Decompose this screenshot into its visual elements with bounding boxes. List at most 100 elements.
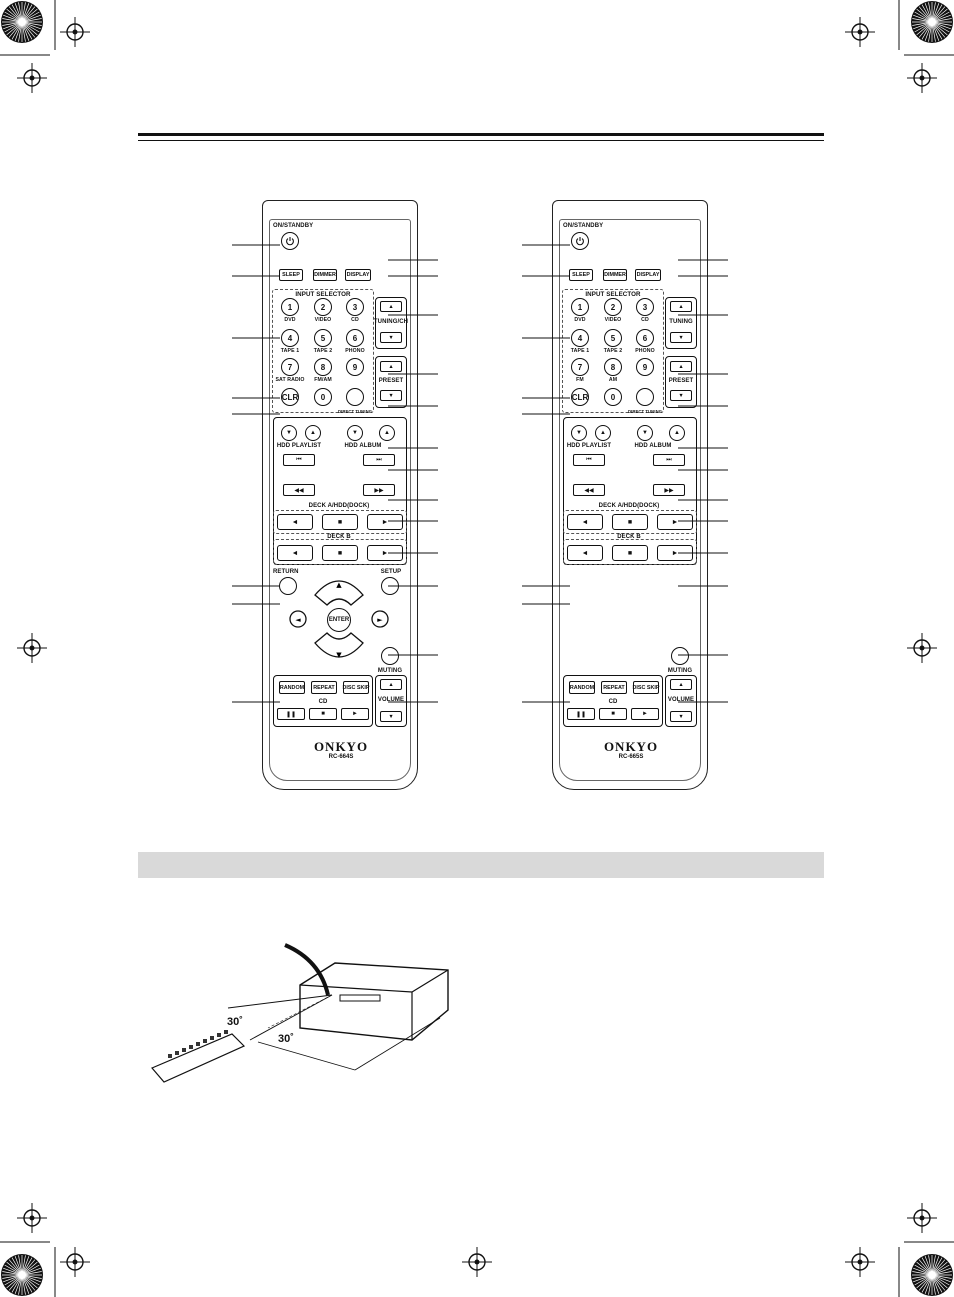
clr-button[interactable]: CLR — [281, 388, 299, 406]
enter-button[interactable]: ENTER — [327, 608, 351, 632]
cd-play-button[interactable]: ► — [341, 708, 369, 720]
digit-4-button[interactable]: 4 — [571, 329, 589, 347]
deck-b-stop-button[interactable]: ■ — [322, 545, 358, 561]
digit-3-button[interactable]: 3 — [636, 298, 654, 316]
fast-forward-button[interactable]: ▶▶ — [363, 484, 395, 496]
dimmer-button[interactable]: DIMMER — [313, 269, 337, 281]
preset-group — [665, 356, 697, 408]
preset-group — [375, 356, 407, 408]
deck-a-stop-button[interactable]: ■ — [612, 514, 648, 530]
digit-4-button[interactable]: 4 — [281, 329, 299, 347]
deck-a-reverse-button[interactable]: ◄ — [567, 514, 603, 530]
cd-pause-button[interactable]: ❚❚ — [567, 708, 595, 720]
hdd-playlist-up-button[interactable]: ▲ — [305, 425, 321, 441]
repeat-button[interactable]: REPEAT — [311, 681, 337, 694]
skip-back-button[interactable]: ⏮ — [573, 454, 605, 466]
digit-9-button[interactable]: 9 — [346, 358, 364, 376]
volume-down-button[interactable]: ▼ — [670, 711, 692, 722]
hdd-album-down-button[interactable]: ▼ — [637, 425, 653, 441]
digit-6-button[interactable]: 6 — [346, 329, 364, 347]
disc-skip-button[interactable]: DISC SKIP — [343, 681, 369, 694]
hdd-album-down-button[interactable]: ▼ — [347, 425, 363, 441]
clr-button[interactable]: CLR — [571, 388, 589, 406]
remote-sketch-key — [175, 1051, 179, 1055]
cursor-left-button[interactable] — [289, 610, 307, 628]
fast-forward-button[interactable]: ▶▶ — [653, 484, 685, 496]
muting-button[interactable] — [381, 647, 399, 665]
digit-1-button[interactable]: 1 — [281, 298, 299, 316]
tuning-down-button[interactable]: ▼ — [670, 332, 692, 343]
digit-3-label: CD — [351, 317, 359, 323]
rewind-button[interactable]: ◀◀ — [573, 484, 605, 496]
repeat-button[interactable]: REPEAT — [601, 681, 627, 694]
direct-tuning-button[interactable] — [636, 388, 654, 406]
rewind-button[interactable]: ◀◀ — [283, 484, 315, 496]
digit-2-button[interactable]: 2 — [314, 298, 332, 316]
registration-mark-dot — [857, 1259, 863, 1265]
disc-skip-button[interactable]: DISC SKIP — [633, 681, 659, 694]
cd-stop-button[interactable]: ■ — [309, 708, 337, 720]
setup-label: SETUP — [380, 569, 402, 575]
digit-9-button[interactable]: 9 — [636, 358, 654, 376]
digit-5-button[interactable]: 5 — [604, 329, 622, 347]
volume-up-button[interactable]: ▲ — [670, 679, 692, 690]
registration-mark-dot — [29, 645, 35, 651]
cd-stop-button[interactable]: ■ — [599, 708, 627, 720]
deck-b-play-button[interactable]: ► — [367, 545, 403, 561]
deck-b-reverse-button[interactable]: ◄ — [277, 545, 313, 561]
preset-down-button[interactable]: ▼ — [670, 390, 692, 401]
skip-forward-button[interactable]: ⏭ — [363, 454, 395, 466]
dimmer-button[interactable]: DIMMER — [603, 269, 627, 281]
digit-8-button[interactable]: 8 — [314, 358, 332, 376]
power-button[interactable] — [571, 232, 589, 250]
digit-6-button[interactable]: 6 — [636, 329, 654, 347]
sleep-button[interactable]: SLEEP — [279, 269, 303, 281]
power-button[interactable] — [281, 232, 299, 250]
digit-3-button[interactable]: 3 — [346, 298, 364, 316]
tuning-up-button[interactable]: ▲ — [380, 301, 402, 312]
hdd-playlist-down-button[interactable]: ▼ — [281, 425, 297, 441]
preset-up-button[interactable]: ▲ — [380, 361, 402, 372]
display-button[interactable]: DISPLAY — [345, 269, 371, 281]
preset-up-button[interactable]: ▲ — [670, 361, 692, 372]
direct-tuning-button[interactable] — [346, 388, 364, 406]
cursor-right-button[interactable] — [371, 610, 389, 628]
muting-button[interactable] — [671, 647, 689, 665]
deck-b-reverse-button[interactable]: ◄ — [567, 545, 603, 561]
cd-pause-button[interactable]: ❚❚ — [277, 708, 305, 720]
digit-2-button[interactable]: 2 — [604, 298, 622, 316]
deck-a-play-button[interactable]: ► — [367, 514, 403, 530]
zero-button[interactable]: 0 — [314, 388, 332, 406]
random-button[interactable]: RANDOM — [279, 681, 305, 694]
volume-up-button[interactable]: ▲ — [380, 679, 402, 690]
deck-a-stop-button[interactable]: ■ — [322, 514, 358, 530]
hdd-album-up-button[interactable]: ▲ — [379, 425, 395, 441]
tuning-up-button[interactable]: ▲ — [670, 301, 692, 312]
volume-down-button[interactable]: ▼ — [380, 711, 402, 722]
digit-7-button[interactable]: 7 — [281, 358, 299, 376]
cursor-down-button[interactable] — [314, 632, 364, 658]
hdd-playlist-down-button[interactable]: ▼ — [571, 425, 587, 441]
digit-8-button[interactable]: 8 — [604, 358, 622, 376]
display-button[interactable]: DISPLAY — [635, 269, 661, 281]
random-button[interactable]: RANDOM — [569, 681, 595, 694]
cd-play-button[interactable]: ► — [631, 708, 659, 720]
tuning-down-button[interactable]: ▼ — [380, 332, 402, 343]
digit-7-button[interactable]: 7 — [571, 358, 589, 376]
hdd-playlist-up-button[interactable]: ▲ — [595, 425, 611, 441]
volume-group — [375, 675, 407, 727]
angle-line-lower — [249, 994, 333, 1041]
skip-back-button[interactable]: ⏮ — [283, 454, 315, 466]
skip-forward-button[interactable]: ⏭ — [653, 454, 685, 466]
zero-button[interactable]: 0 — [604, 388, 622, 406]
digit-1-button[interactable]: 1 — [571, 298, 589, 316]
sleep-button[interactable]: SLEEP — [569, 269, 593, 281]
deck-a-reverse-button[interactable]: ◄ — [277, 514, 313, 530]
deck-a-play-button[interactable]: ► — [657, 514, 693, 530]
preset-down-button[interactable]: ▼ — [380, 390, 402, 401]
deck-b-stop-button[interactable]: ■ — [612, 545, 648, 561]
cursor-up-button[interactable] — [314, 580, 364, 606]
hdd-album-up-button[interactable]: ▲ — [669, 425, 685, 441]
digit-5-button[interactable]: 5 — [314, 329, 332, 347]
